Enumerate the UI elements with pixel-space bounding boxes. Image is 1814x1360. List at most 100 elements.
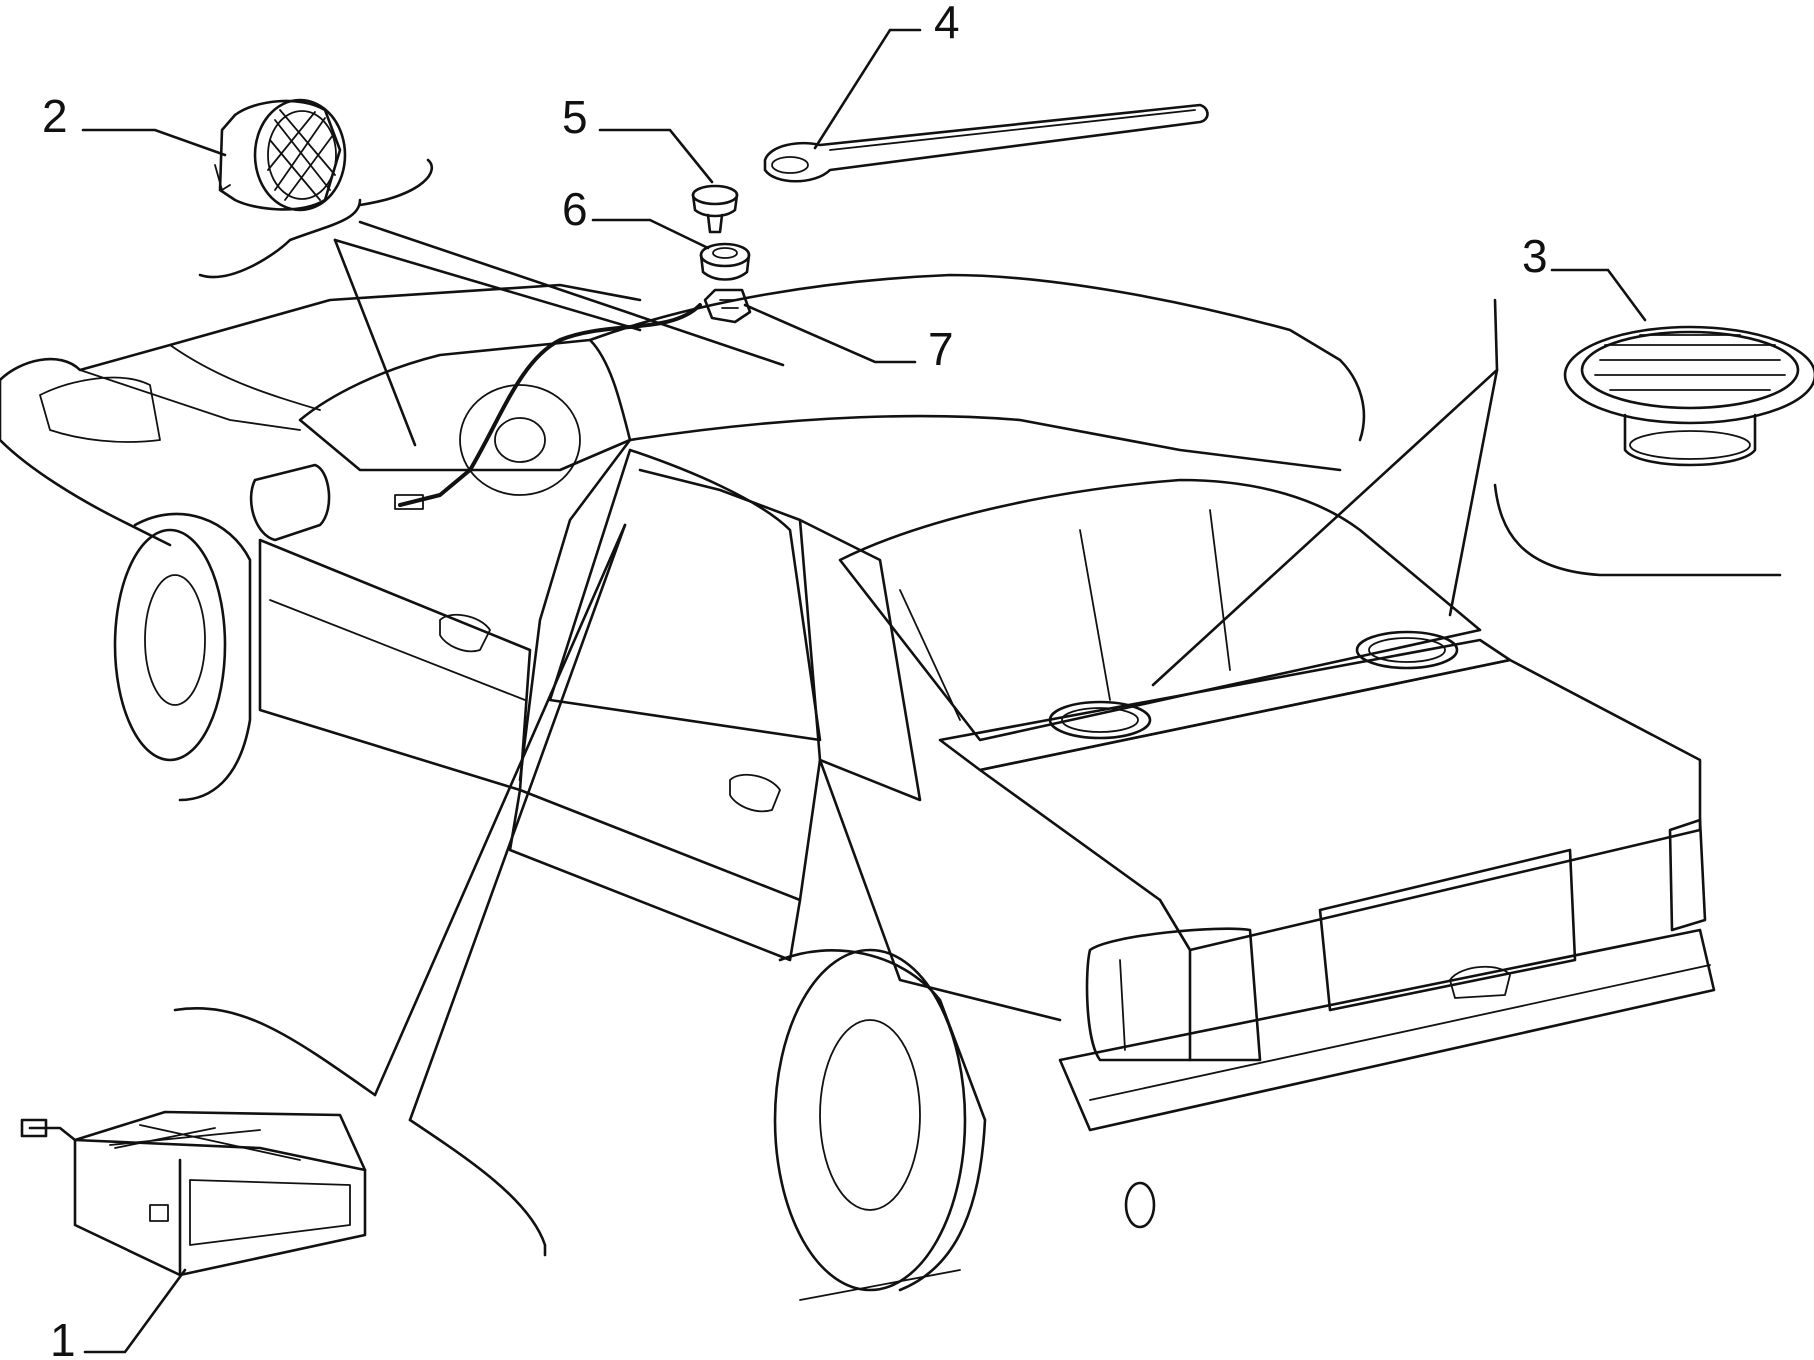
car-exhaust-pipe: [1124, 1181, 1156, 1229]
socket-body: [703, 288, 752, 324]
pointer-2-bracket-lower: [198, 198, 362, 279]
tweeter-grille-mesh: [267, 109, 336, 201]
antenna-cable: [394, 303, 702, 510]
car-windshield: [298, 338, 632, 472]
pointer-2-to-roof: [358, 220, 785, 367]
part-4-antenna-mast: [763, 103, 1209, 183]
car-rear-bumper: [1058, 928, 1716, 1132]
pointer-2-to-dash-left: [333, 238, 417, 447]
speaker-grille-ring: [1580, 330, 1800, 410]
leader-callout-7: [743, 303, 917, 364]
car-rear-seat-line-a: [899, 589, 961, 721]
car-front-wheel: [113, 528, 227, 762]
cable-connector: [394, 494, 424, 510]
radio-frame-opening: [189, 1179, 351, 1246]
antenna-mast-ridge: [829, 109, 1196, 151]
part-1-radio-mounting-frame: [20, 1110, 367, 1277]
car-parcel-shelf: [938, 638, 1512, 772]
car-steering-wheel: [459, 384, 581, 496]
car-side-mirror: [249, 463, 331, 542]
pointer-lines: [81, 28, 1647, 1354]
callout-3: 3: [1522, 230, 1548, 282]
car-rear-seat-line-c: [1209, 509, 1231, 671]
car-a-pillar: [518, 438, 632, 782]
callout-5: 5: [562, 91, 588, 143]
car-door-crease: [269, 599, 526, 701]
callout-7: 7: [928, 323, 954, 375]
leader-callout-3: [1550, 268, 1647, 322]
car-rear-window: [838, 478, 1482, 742]
part-2-tweeter-speaker: [214, 98, 347, 212]
car-roof-lower-edge: [628, 414, 1342, 472]
car-license-plate-area: [1318, 848, 1577, 1012]
leader-callout-6: [591, 218, 710, 250]
pointer-1-bracket-bottom: [408, 1118, 547, 1257]
speaker-grille-mesh: [1594, 334, 1786, 391]
car-hood-outline: [0, 283, 642, 382]
car-rear-light-left: [1085, 927, 1262, 1062]
radio-frame-braces: [109, 1124, 301, 1161]
callout-6: 6: [562, 183, 588, 235]
car-ground-shadow: [799, 1269, 961, 1301]
car-front-wheel-arch: [133, 512, 252, 802]
car-rear-speaker-right: [1355, 630, 1459, 670]
pointer-2-to-dash-right: [333, 238, 642, 332]
nut-top: [691, 184, 739, 206]
pointer-3-to-left-speaker: [1151, 298, 1499, 687]
leader-callout-4: [813, 28, 922, 150]
pointer-1-to-dash-b: [408, 523, 627, 1122]
car-front-door-handle: [439, 613, 491, 653]
callout-1: 1: [50, 1314, 76, 1360]
radio-wire: [28, 1126, 77, 1142]
car-b-pillar: [638, 468, 822, 902]
car-front-wheel-hub: [144, 574, 206, 706]
car-rear-speaker-right-cone: [1368, 637, 1446, 663]
tweeter-clip: [214, 164, 231, 191]
car-hood-edge: [79, 369, 301, 431]
car-illustration: [0, 273, 1716, 1301]
callout-labels: 2 3 4 5 6 7 1: [42, 0, 1548, 1360]
car-rear-light-right: [1668, 818, 1707, 932]
part-6-antenna-base: [699, 242, 751, 281]
socket-pins: [719, 299, 739, 309]
callout-4: 4: [934, 0, 960, 48]
nut-thread: [706, 213, 724, 234]
part-3-oval-speaker: [1493, 325, 1814, 577]
car-steering-hub: [494, 417, 546, 463]
pointer-1-to-dash-a: [373, 523, 627, 1097]
speaker-frame: [1563, 325, 1814, 425]
car-front-door: [258, 538, 532, 792]
leader-callout-1: [83, 1268, 187, 1354]
radio-connector: [20, 1118, 48, 1138]
leader-callout-5: [598, 128, 714, 184]
part-5-antenna-nut: [691, 184, 739, 234]
car-hood-crease: [169, 344, 321, 411]
tweeter-grille: [267, 110, 337, 200]
car-front-window: [548, 448, 822, 742]
pointer-1-bracket-top: [173, 1007, 377, 1097]
car-bumper-line: [1089, 964, 1711, 1101]
car-rear-wheel: [773, 948, 967, 1292]
pointer-3-to-right-speaker: [1448, 368, 1499, 617]
car-headlight-outline: [39, 376, 161, 443]
speaker-magnet-ring: [1629, 430, 1751, 460]
car-rear-wheel-arch: [778, 949, 987, 1292]
radio-frame-outline: [73, 1110, 367, 1277]
car-rear-speaker-left-cone: [1061, 707, 1139, 733]
car-front-left: [0, 378, 172, 547]
base-side: [699, 253, 751, 281]
car-trunk-lock: [1449, 965, 1511, 999]
speaker-magnet: [1623, 413, 1757, 467]
car-rear-speaker-left: [1048, 700, 1152, 740]
car-lower-sill-front: [508, 788, 802, 962]
car-rear-door-handle: [729, 773, 781, 813]
radio-frame-slot: [149, 1204, 169, 1222]
antenna-mast-body: [763, 103, 1209, 183]
tweeter-grille-ring: [253, 98, 347, 212]
base-hole: [712, 247, 738, 259]
speaker-detail-bracket: [1493, 483, 1782, 577]
car-rear-seat-line-b: [1079, 529, 1111, 701]
car-rear-wheel-hub: [819, 1019, 921, 1211]
